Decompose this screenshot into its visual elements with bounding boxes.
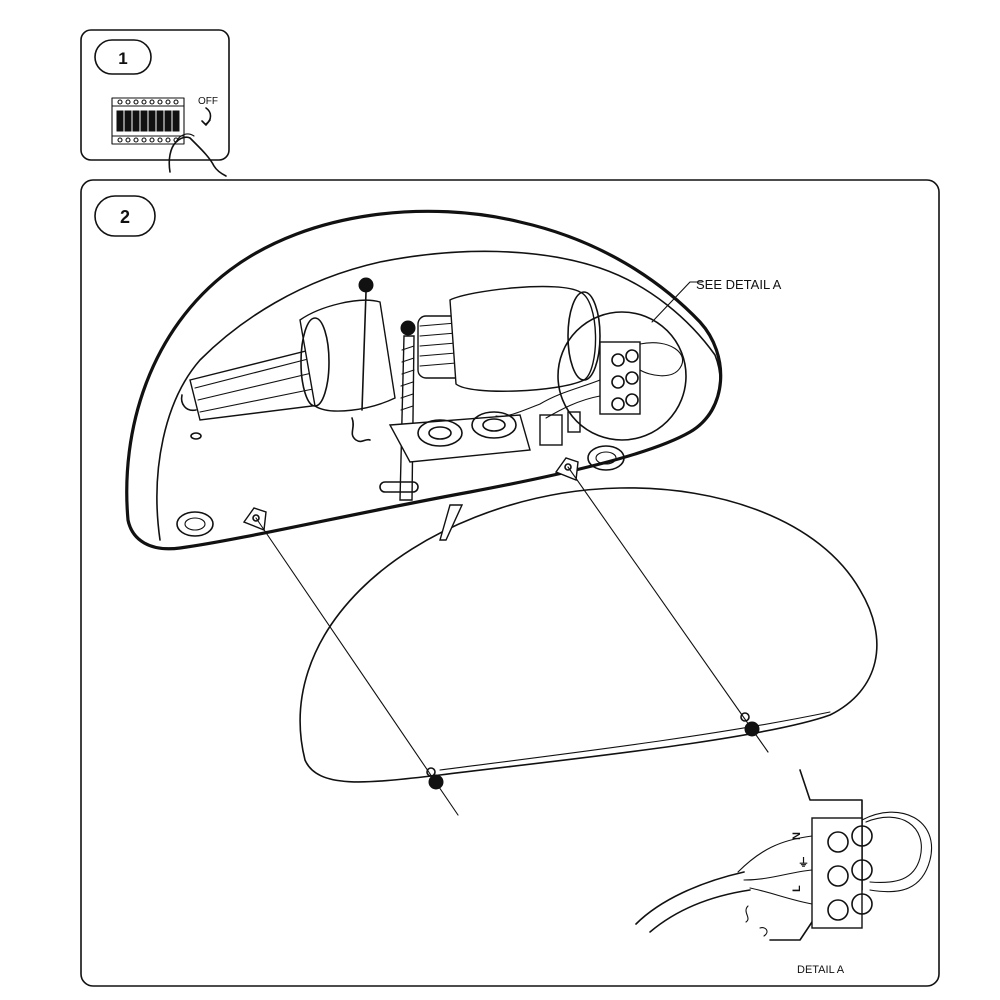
mounting-slot bbox=[379, 481, 419, 493]
diffuser-rim bbox=[439, 711, 831, 771]
diffuser-clip-right bbox=[554, 457, 579, 481]
fixing-hole-right bbox=[587, 445, 625, 471]
detail-wire-loop bbox=[861, 811, 933, 893]
detail-a: N ⏚ L DETAIL A bbox=[635, 769, 933, 976]
see-detail-label: SEE DETAIL A bbox=[696, 277, 782, 292]
step-1-frame bbox=[80, 29, 230, 161]
detail-caption: DETAIL A bbox=[797, 964, 845, 976]
alignment-line-right bbox=[567, 466, 769, 753]
terminal-neutral-mark: N bbox=[791, 832, 803, 840]
fixture-base-inner bbox=[156, 250, 721, 541]
step-2-frame bbox=[80, 179, 940, 987]
small-hole bbox=[190, 432, 202, 440]
hand-icon bbox=[168, 136, 227, 177]
cable-entry-plate bbox=[388, 411, 581, 463]
terminal-live-mark: L bbox=[791, 885, 803, 892]
detail-wire-loop-inner bbox=[865, 816, 922, 883]
detail-wire-l bbox=[749, 887, 813, 905]
diffuser-cover bbox=[299, 487, 878, 783]
fixing-hole-right-inner bbox=[595, 451, 617, 465]
mounting-screw-icon bbox=[399, 320, 416, 501]
detail-cable-clip bbox=[745, 905, 749, 923]
screw-icon bbox=[351, 277, 374, 443]
detail-terminal-block-icon bbox=[811, 817, 873, 929]
off-arrow-head bbox=[201, 119, 211, 126]
diffuser-screw-right-icon bbox=[740, 712, 760, 737]
fixing-hole-left bbox=[176, 511, 214, 537]
detail-wire-n bbox=[737, 835, 813, 873]
see-detail-leader bbox=[651, 281, 703, 323]
diffuser-clip-left bbox=[242, 507, 267, 531]
off-label: OFF bbox=[198, 96, 218, 107]
step-2-panel: 2 bbox=[80, 179, 940, 987]
diffuser-screw-left-icon bbox=[426, 767, 444, 790]
step-1-panel: 1 bbox=[80, 29, 230, 177]
fixture-base-outer bbox=[125, 209, 723, 551]
lamp-icon bbox=[180, 285, 601, 421]
step-1-number: 1 bbox=[118, 49, 127, 68]
support-strut bbox=[439, 504, 464, 541]
fixing-hole-left-inner bbox=[184, 517, 206, 531]
step-2-badge bbox=[94, 195, 156, 237]
detail-cable-clip-2 bbox=[759, 927, 768, 937]
step-1-badge bbox=[94, 39, 152, 75]
step-2-number: 2 bbox=[120, 207, 130, 227]
detail-a-circle bbox=[557, 311, 687, 441]
detail-cable-top bbox=[635, 871, 745, 925]
alignment-line-left bbox=[255, 517, 459, 816]
terminal-earth-mark: ⏚ bbox=[798, 856, 809, 869]
detail-cable-bottom bbox=[649, 889, 751, 933]
detail-wire-earth bbox=[743, 869, 813, 881]
hand-finger bbox=[175, 133, 195, 143]
terminal-block-icon bbox=[495, 341, 683, 419]
circuit-breaker-panel-icon bbox=[111, 97, 185, 145]
